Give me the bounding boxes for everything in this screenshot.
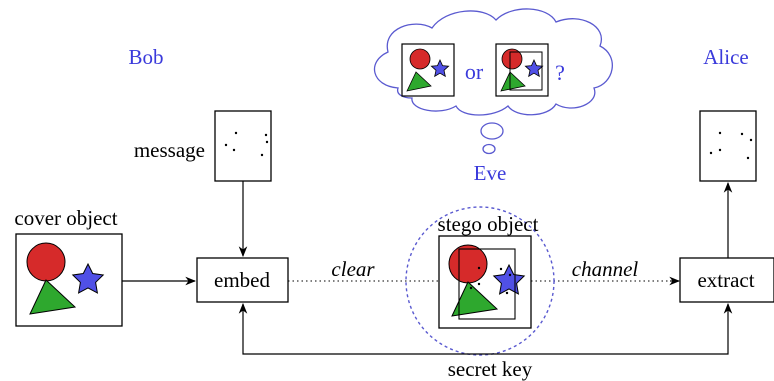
cover-image-icon [15,233,123,327]
secret-key-path [238,302,733,355]
channel-label: channel [572,257,639,281]
secret-key-label: secret key [448,357,533,381]
thought-bubble-1 [480,122,504,140]
thought-stego-image-icon [495,43,549,97]
eve-label: Eve [474,161,507,185]
thought-cloud: or ? [373,8,613,155]
extract-label: extract [697,268,754,292]
stego-image-icon [438,235,532,329]
embed-label: embed [214,268,270,292]
clear-label: clear [331,257,375,281]
thought-question: ? [555,60,565,85]
extract-box [679,257,774,303]
bob-label: Bob [128,45,163,69]
alice-label: Alice [703,45,748,69]
thought-bubble-2 [482,143,496,155]
message-dots-icon [214,110,272,182]
cover-object-label: cover object [14,206,117,230]
thought-or: or [465,59,484,84]
embed-box [196,257,289,303]
stego-object-label: stego object [438,212,539,236]
thought-cover-image-icon [401,43,455,97]
eve-observation-circle [405,206,555,356]
extracted-message-icon [699,110,757,182]
message-label: message [134,138,205,162]
